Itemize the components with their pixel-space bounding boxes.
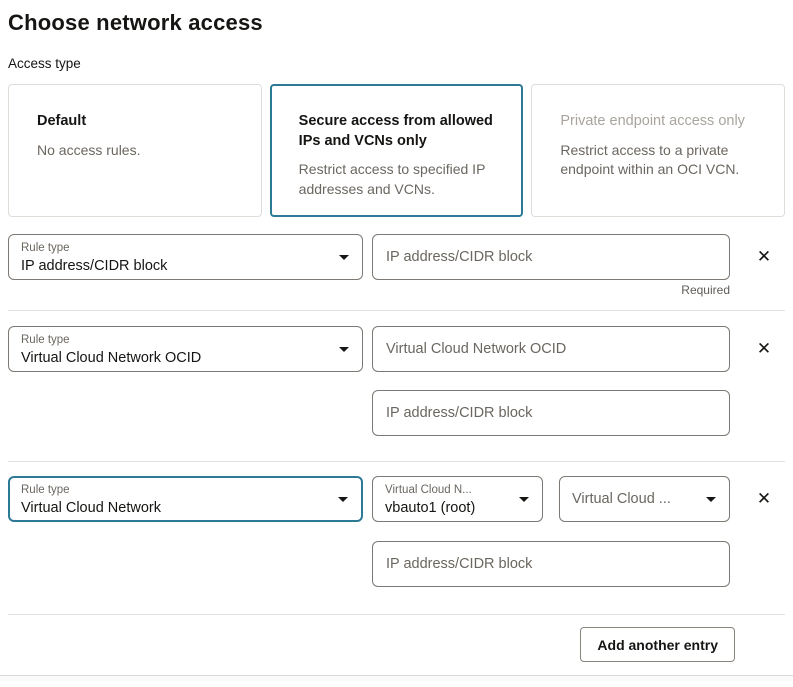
vcn-select[interactable]: Virtual Cloud ... — [559, 476, 730, 522]
card-private-endpoint[interactable]: Private endpoint access only Restrict ac… — [531, 84, 786, 217]
ip-cidr-input[interactable] — [372, 541, 730, 587]
card-default[interactable]: Default No access rules. — [8, 84, 262, 217]
remove-entry-button[interactable]: ✕ — [750, 476, 778, 522]
add-entry-row: Add another entry — [8, 627, 785, 662]
rule-entry: Rule type Virtual Cloud Network Virtual … — [8, 476, 785, 587]
rule-type-select-value: Virtual Cloud Network — [21, 499, 161, 516]
chevron-down-icon — [338, 497, 348, 502]
card-title: Secure access from allowed IPs and VCNs … — [298, 113, 493, 149]
divider — [8, 461, 785, 462]
card-description: Restrict access to specified IP addresse… — [298, 161, 486, 197]
vcn-select-value: vbauto1 (root) — [385, 499, 476, 516]
ip-cidr-input[interactable] — [372, 390, 730, 436]
footer-divider — [0, 675, 793, 681]
chevron-down-icon — [339, 347, 349, 352]
access-type-cards: Default No access rules. Secure access f… — [8, 84, 786, 217]
ip-cidr-input[interactable] — [372, 234, 730, 280]
remove-entry-button[interactable]: ✕ — [750, 234, 778, 280]
vcn-select-label: Virtual Cloud N... — [385, 484, 472, 496]
card-title: Default — [37, 113, 87, 129]
chevron-down-icon — [519, 497, 529, 502]
rule-type-select[interactable]: Rule type Virtual Cloud Network — [8, 476, 363, 522]
required-hint: Required — [681, 283, 730, 297]
rule-type-select[interactable]: Rule type Virtual Cloud Network OCID — [8, 326, 363, 372]
close-icon: ✕ — [756, 489, 772, 509]
choose-network-access-panel: Choose network access Access type Defaul… — [0, 10, 793, 662]
vcn-ocid-input[interactable] — [372, 326, 730, 372]
chevron-down-icon — [706, 497, 716, 502]
close-icon: ✕ — [756, 247, 772, 267]
rule-type-select[interactable]: Rule type IP address/CIDR block — [8, 234, 363, 280]
rule-type-select-value: Virtual Cloud Network OCID — [21, 349, 202, 366]
rule-type-select-value: IP address/CIDR block — [21, 257, 168, 274]
close-icon: ✕ — [756, 339, 772, 359]
vcn-compartment-select[interactable]: Virtual Cloud N... vbauto1 (root) — [372, 476, 543, 522]
rule-entry: Rule type IP address/CIDR block ✕ Requir… — [8, 234, 785, 297]
remove-entry-button[interactable]: ✕ — [750, 326, 778, 372]
rule-entries: Rule type IP address/CIDR block ✕ Requir… — [8, 234, 785, 662]
divider — [8, 614, 785, 615]
add-another-entry-button[interactable]: Add another entry — [580, 627, 735, 662]
divider — [8, 310, 785, 311]
access-type-label: Access type — [8, 56, 81, 71]
chevron-down-icon — [339, 255, 349, 260]
rule-type-select-label: Rule type — [21, 484, 70, 496]
vcn-select-placeholder: Virtual Cloud ... — [572, 491, 671, 507]
card-description: No access rules. — [37, 141, 141, 158]
rule-type-select-label: Rule type — [21, 334, 70, 346]
card-secure-access[interactable]: Secure access from allowed IPs and VCNs … — [269, 84, 524, 217]
rule-entry: Rule type Virtual Cloud Network OCID ✕ — [8, 326, 785, 436]
card-title: Private endpoint access only — [560, 113, 745, 129]
card-description: Restrict access to a private endpoint wi… — [560, 141, 740, 178]
page-title: Choose network access — [8, 10, 263, 35]
rule-type-select-label: Rule type — [21, 242, 70, 254]
